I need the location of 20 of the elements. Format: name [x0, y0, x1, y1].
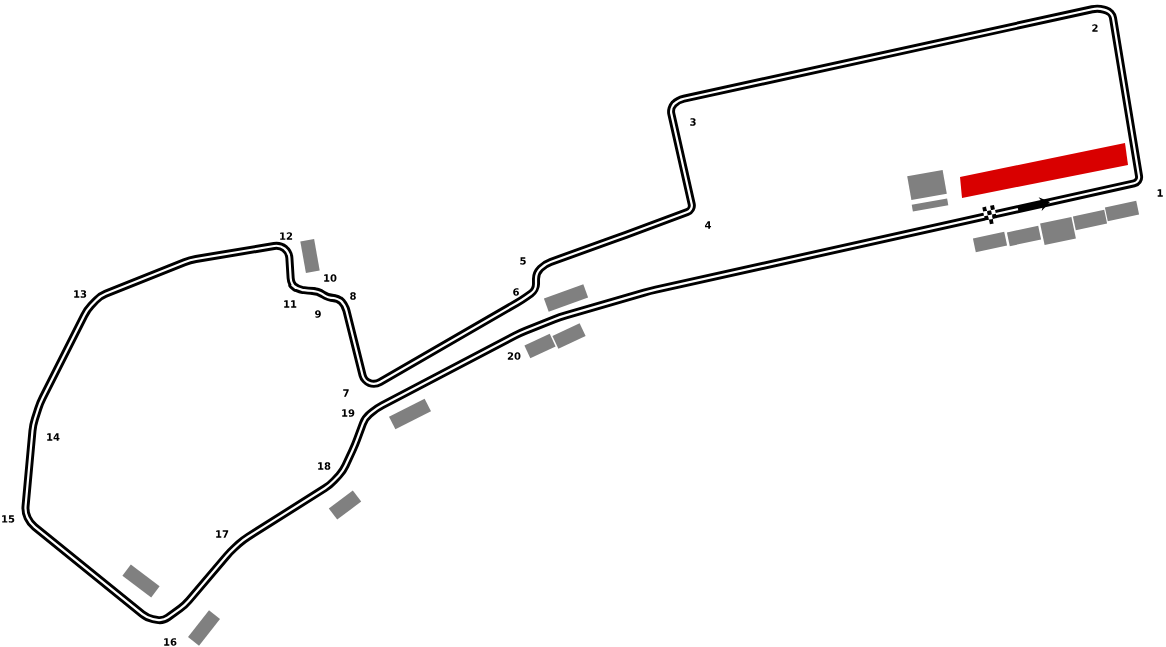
- turn-number: 12: [280, 232, 293, 240]
- turn-number: 16: [164, 638, 177, 646]
- turn-number: 3: [690, 118, 696, 126]
- turn-number: 9: [315, 310, 321, 318]
- turn-number: 15: [2, 515, 15, 523]
- turn-number: 8: [350, 292, 356, 300]
- turn-number: 19: [342, 409, 355, 417]
- turn-number: 14: [47, 433, 60, 441]
- turn-number: 13: [74, 290, 87, 298]
- turn-number: 5: [520, 257, 526, 265]
- turn-number: 1: [1157, 189, 1163, 197]
- turn-number: 20: [507, 352, 521, 360]
- turn-number: 6: [513, 288, 519, 296]
- turn-number: 18: [318, 462, 331, 470]
- turn-number: 7: [343, 389, 349, 397]
- turn-number: 2: [1092, 24, 1098, 32]
- turn-number: 4: [705, 221, 712, 229]
- turn-number: 17: [216, 530, 229, 538]
- turn-number: 11: [284, 300, 297, 308]
- turn-number: 10: [324, 274, 337, 282]
